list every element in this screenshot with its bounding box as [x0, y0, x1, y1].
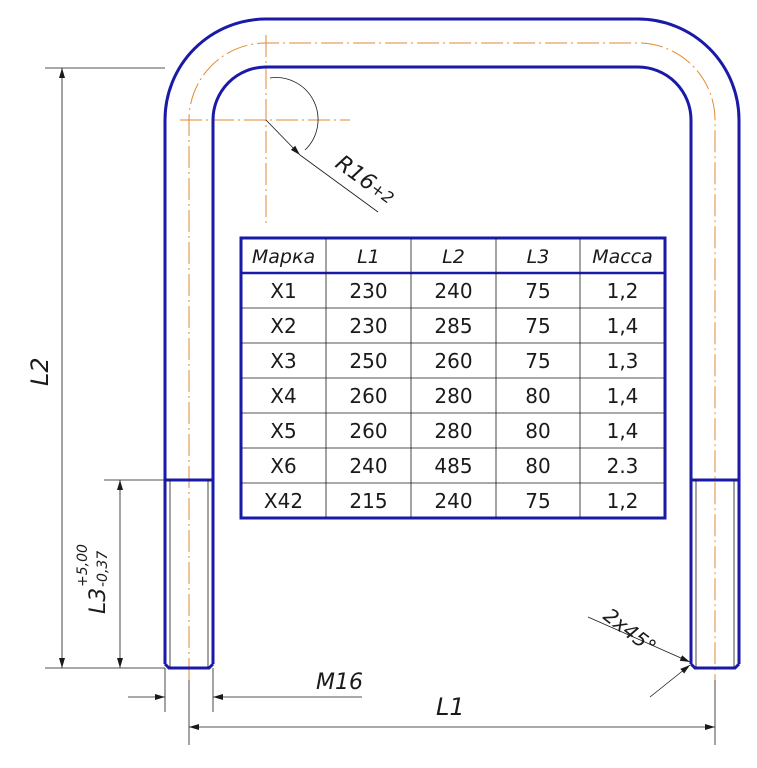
width-label: L1	[436, 693, 465, 721]
table-cell: X5	[270, 419, 296, 443]
table-cell: X42	[264, 489, 303, 513]
table-header-cell: L1	[357, 246, 380, 268]
table-header-cell: L2	[442, 246, 465, 268]
thread-lines	[169, 480, 735, 668]
table-cell: 1,2	[607, 279, 639, 303]
table-cell: X4	[270, 384, 296, 408]
table-cell: 240	[434, 489, 472, 513]
left-chamfer-end	[163, 662, 215, 670]
table-cell: 2.3	[607, 454, 639, 478]
table-cell: 240	[434, 279, 472, 303]
table-cell: 80	[525, 419, 550, 443]
table-cell: 280	[434, 419, 472, 443]
table-cell: 230	[349, 314, 387, 338]
right-chamfer-end	[689, 662, 741, 670]
centerlines	[180, 35, 716, 680]
table-cell: 80	[525, 454, 550, 478]
outer-contour	[163, 17, 741, 664]
table-header-cell: Марка	[252, 246, 315, 268]
bolt-centerline	[188, 42, 716, 680]
table-cell: 80	[525, 384, 550, 408]
table-cell: 75	[525, 279, 550, 303]
table-cell: X6	[270, 454, 296, 478]
height-label: L2	[26, 357, 54, 386]
table-cell: 230	[349, 279, 387, 303]
table-cell: 260	[434, 349, 472, 373]
table-cell: 485	[434, 454, 472, 478]
table-cell: 1,4	[607, 384, 639, 408]
dimension-lines	[45, 67, 716, 745]
thread-length-label: L3 +5,00 -0,37	[75, 544, 111, 614]
thread-tol-upper: +5,00	[75, 544, 91, 587]
table-cell: 250	[349, 349, 387, 373]
table-cell: 285	[434, 314, 472, 338]
table-cell: 1,2	[607, 489, 639, 513]
thread-length-text: L3	[86, 588, 111, 614]
thread-tol-lower: -0,37	[95, 551, 111, 587]
table-cell: 215	[349, 489, 387, 513]
chamfer-label: 2x45°	[599, 603, 661, 659]
table-header-cell: L3	[527, 246, 550, 268]
table-cell: 75	[525, 349, 550, 373]
table-cell: 1,4	[607, 314, 639, 338]
table-cell: 75	[525, 314, 550, 338]
table-cell: 1,4	[607, 419, 639, 443]
table-cell: X3	[270, 349, 296, 373]
table-cell: 260	[349, 419, 387, 443]
radius-label: R16+2	[330, 151, 399, 211]
table-cell: 260	[349, 384, 387, 408]
inner-contour	[211, 65, 693, 664]
table-cell: 240	[349, 454, 387, 478]
u-bolt-outline	[163, 17, 741, 670]
table-cell: 1,3	[607, 349, 639, 373]
table-cell: X1	[270, 279, 296, 303]
thread-label: M16	[316, 670, 363, 695]
table-cell: 280	[434, 384, 472, 408]
table-cell: X2	[270, 314, 296, 338]
table-header-cell: Масса	[592, 246, 653, 268]
table-cell: 75	[525, 489, 550, 513]
